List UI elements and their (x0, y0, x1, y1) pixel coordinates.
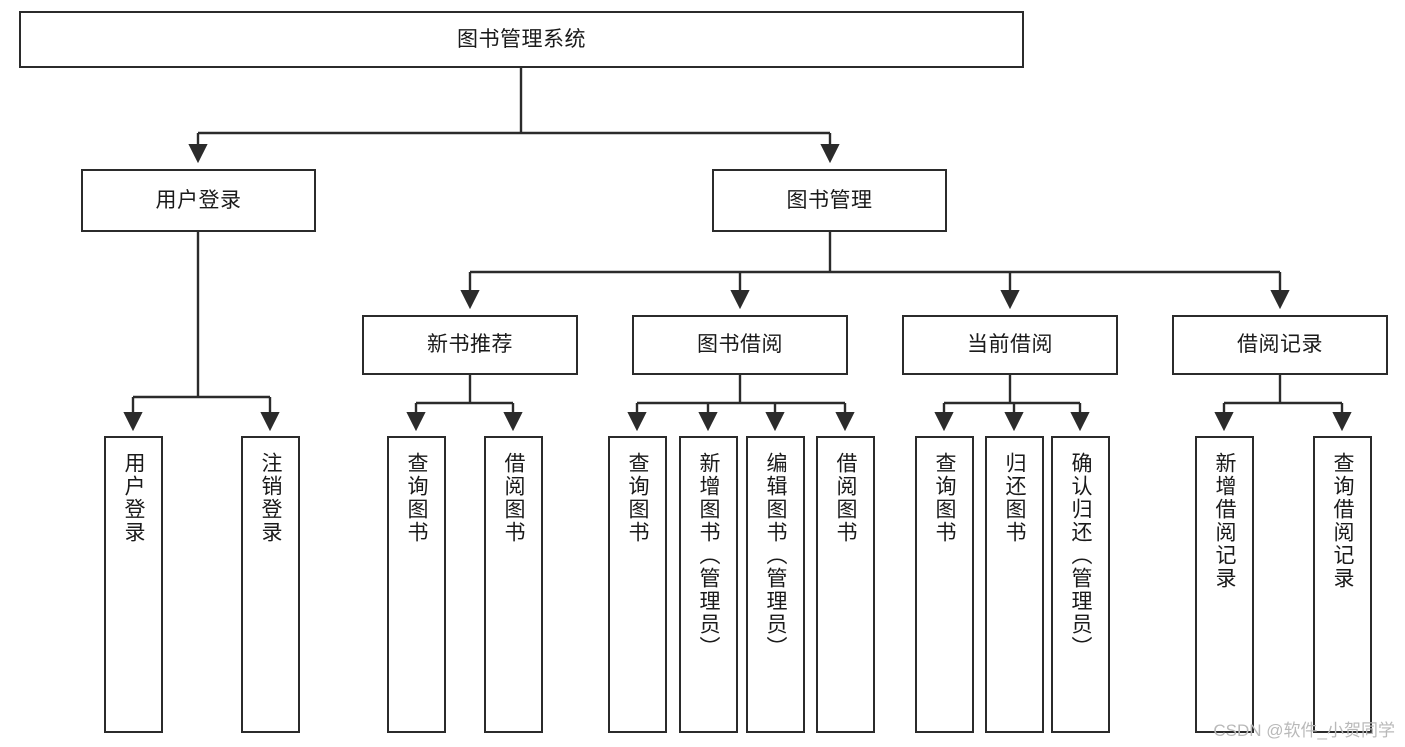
node-leaf-confirm-return[interactable]: 确认归还（管理员） (1051, 436, 1110, 733)
node-new-book-rec[interactable]: 新书推荐 (362, 315, 578, 375)
node-leaf-borrow-book-2-label: 借阅图书 (834, 452, 857, 544)
node-user-login[interactable]: 用户登录 (81, 169, 316, 232)
node-book-borrow-label: 图书借阅 (697, 333, 783, 357)
node-root[interactable]: 图书管理系统 (19, 11, 1024, 68)
node-new-book-rec-label: 新书推荐 (427, 333, 513, 357)
node-leaf-return-book[interactable]: 归还图书 (985, 436, 1044, 733)
node-leaf-logout[interactable]: 注销登录 (241, 436, 300, 733)
node-leaf-add-record[interactable]: 新增借阅记录 (1195, 436, 1254, 733)
node-leaf-confirm-return-label: 确认归还（管理员） (1069, 452, 1092, 659)
node-leaf-query-record-label: 查询借阅记录 (1331, 452, 1354, 590)
node-leaf-user-login[interactable]: 用户登录 (104, 436, 163, 733)
node-leaf-query-book-3-label: 查询图书 (933, 452, 956, 544)
node-book-manage-label: 图书管理 (786, 188, 873, 212)
node-leaf-user-login-label: 用户登录 (122, 452, 145, 544)
node-leaf-borrow-book-2[interactable]: 借阅图书 (816, 436, 875, 733)
node-leaf-borrow-book-1-label: 借阅图书 (502, 452, 525, 544)
node-current-borrow[interactable]: 当前借阅 (902, 315, 1118, 375)
node-leaf-add-book[interactable]: 新增图书（管理员） (679, 436, 738, 733)
node-book-manage[interactable]: 图书管理 (712, 169, 947, 232)
node-leaf-edit-book-label: 编辑图书（管理员） (764, 452, 787, 659)
node-leaf-query-book-2-label: 查询图书 (626, 452, 649, 544)
node-borrow-record-label: 借阅记录 (1237, 333, 1323, 357)
node-leaf-query-record[interactable]: 查询借阅记录 (1313, 436, 1372, 733)
node-book-borrow[interactable]: 图书借阅 (632, 315, 848, 375)
node-leaf-query-book-2[interactable]: 查询图书 (608, 436, 667, 733)
node-leaf-logout-label: 注销登录 (259, 452, 282, 544)
node-leaf-query-book-1[interactable]: 查询图书 (387, 436, 446, 733)
node-root-label: 图书管理系统 (457, 27, 586, 51)
node-current-borrow-label: 当前借阅 (967, 333, 1053, 357)
node-leaf-return-book-label: 归还图书 (1003, 452, 1026, 544)
node-borrow-record[interactable]: 借阅记录 (1172, 315, 1388, 375)
node-leaf-add-book-label: 新增图书（管理员） (697, 452, 720, 659)
node-leaf-edit-book[interactable]: 编辑图书（管理员） (746, 436, 805, 733)
node-leaf-add-record-label: 新增借阅记录 (1213, 452, 1236, 590)
node-leaf-query-book-3[interactable]: 查询图书 (915, 436, 974, 733)
node-leaf-query-book-1-label: 查询图书 (405, 452, 428, 544)
csdn-watermark: CSDN @软件_小贺同学 (1213, 721, 1395, 740)
node-leaf-borrow-book-1[interactable]: 借阅图书 (484, 436, 543, 733)
node-user-login-label: 用户登录 (155, 188, 242, 212)
